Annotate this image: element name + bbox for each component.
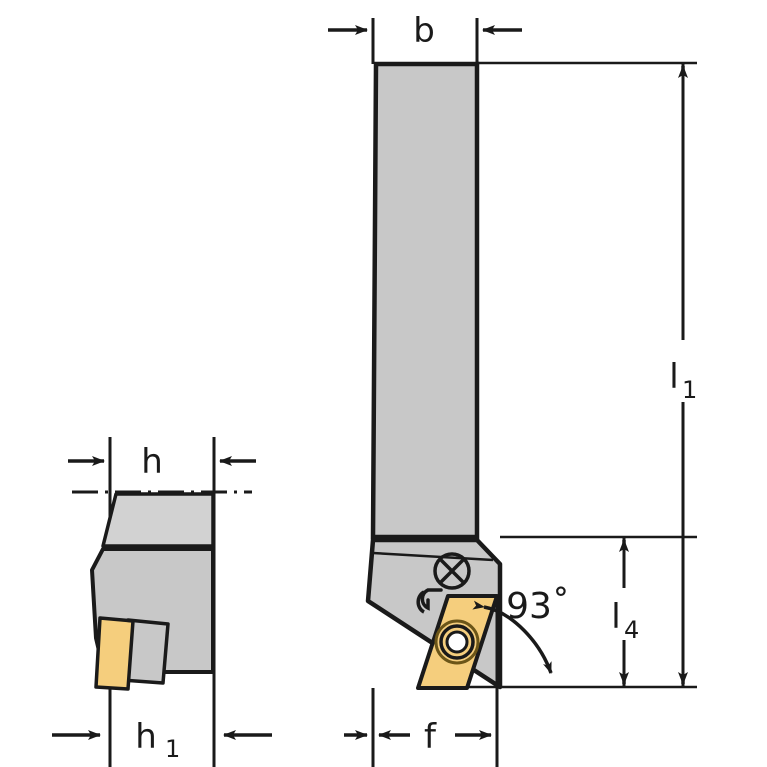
h-dimension-label: h (141, 442, 163, 482)
l1-dimension-subscript: 1 (682, 376, 697, 404)
insert-screw-bore (445, 630, 469, 654)
clamp-symbol-arc (451, 552, 471, 590)
coolant-slot-arc (416, 590, 425, 614)
l1-label-backdrop (660, 340, 710, 402)
h1-dimension-subscript: 1 (165, 735, 180, 763)
b-dimension-label: b (413, 11, 435, 51)
side-view-group: h h 1 (52, 437, 272, 767)
clamp-symbol-cross-line-b (438, 557, 466, 585)
f-label-backdrop (410, 708, 450, 762)
coolant-slot (420, 588, 443, 611)
front-view-shank (370, 61, 480, 540)
l1-dimension-label: l (669, 357, 678, 397)
angle-label-93: 93˚ (506, 586, 570, 627)
l4-dimension-label: l (611, 597, 620, 637)
l4-dimension-subscript: 4 (624, 616, 639, 644)
insert-screw-group (434, 619, 480, 665)
f-dimension-label: f (424, 717, 437, 757)
side-view-cutting-insert (94, 616, 135, 691)
h1-dimension-label: h (135, 717, 157, 757)
angle-arc-93 (472, 600, 553, 674)
front-view-head-facet-line (372, 551, 494, 562)
clamp-symbol-group (433, 552, 471, 590)
l4-label-backdrop (604, 588, 650, 640)
side-view-shank-upper (101, 492, 215, 548)
front-view-group: b (328, 11, 710, 767)
